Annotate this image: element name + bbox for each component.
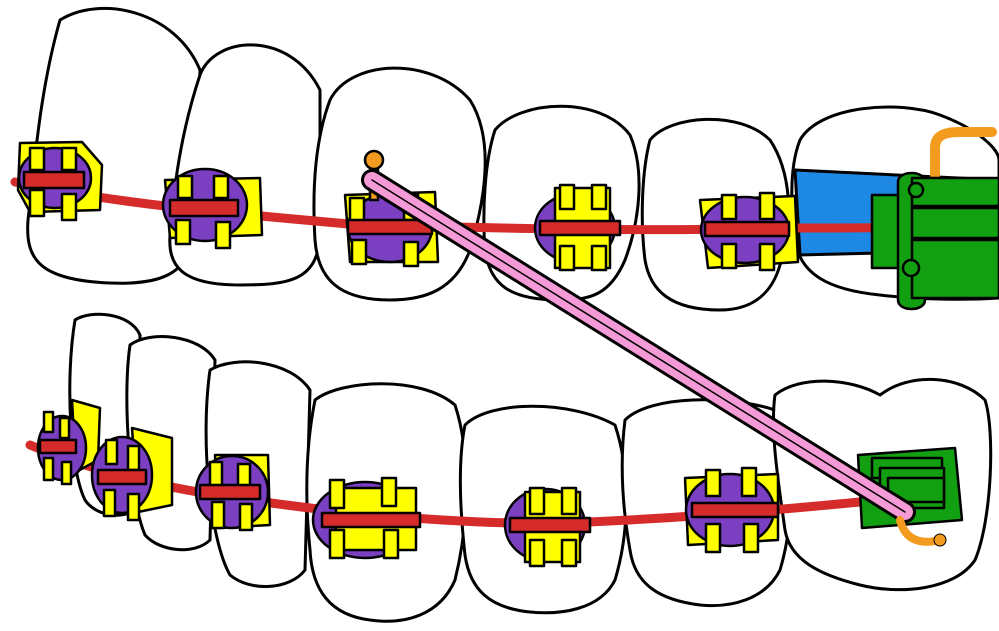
elastic-inner-line xyxy=(371,179,906,513)
bracket-slot xyxy=(320,511,422,529)
tie-wing xyxy=(558,183,576,211)
power-arm-ball xyxy=(363,149,385,171)
upper-tooth-3 xyxy=(312,66,487,302)
tie-wing xyxy=(212,174,230,200)
tie-wing xyxy=(590,244,608,272)
tie-wing xyxy=(28,188,46,218)
bracket-slot xyxy=(22,170,86,190)
bracket-upper-5 xyxy=(698,191,800,272)
tie-wing xyxy=(560,538,578,568)
hook-tip xyxy=(933,533,947,547)
tie-wing xyxy=(560,486,578,516)
bracket-lower-1 xyxy=(36,398,102,486)
tie-wing xyxy=(58,416,71,440)
bracket-upper-2 xyxy=(161,167,264,250)
tie-wing xyxy=(558,244,576,272)
bracket-lower-4 xyxy=(311,476,422,560)
upper-brackets xyxy=(16,140,800,272)
tube-opening xyxy=(901,258,921,278)
tie-wing xyxy=(740,466,758,498)
lower-brackets xyxy=(36,398,780,568)
band-hook xyxy=(930,127,997,180)
tie-wing xyxy=(348,196,366,224)
tie-wing xyxy=(28,146,46,172)
tie-wing xyxy=(590,183,608,211)
tie-wing xyxy=(42,410,55,434)
tube-opening xyxy=(907,181,925,199)
tube-segment xyxy=(910,238,999,300)
tie-wing xyxy=(102,488,117,518)
tie-wing xyxy=(402,240,420,268)
bracket-slot xyxy=(198,483,262,501)
tie-wing xyxy=(758,242,776,272)
tie-wing xyxy=(208,460,224,488)
bracket-lower-5 xyxy=(503,486,592,568)
tie-wing xyxy=(380,476,398,508)
bracket-slot xyxy=(538,219,622,237)
tie-wing xyxy=(42,456,55,482)
tie-wing xyxy=(60,460,73,486)
tube-segment xyxy=(886,476,946,504)
upper-molar-tube xyxy=(870,171,999,311)
bracket-lower-2 xyxy=(90,426,174,522)
bracket-slot xyxy=(508,516,592,534)
tie-wing xyxy=(528,486,546,516)
tie-wing xyxy=(60,146,78,172)
bracket-slot xyxy=(690,501,780,519)
tie-wing xyxy=(238,502,254,532)
tie-wing xyxy=(382,528,400,560)
tie-wing xyxy=(174,218,192,246)
tie-wing xyxy=(104,438,119,466)
bracket-slot xyxy=(703,220,791,238)
bracket-slot xyxy=(168,198,240,218)
tie-wing xyxy=(704,468,722,498)
tie-wing xyxy=(210,500,226,530)
tie-wing xyxy=(704,522,722,554)
tie-wing xyxy=(758,191,776,221)
bracket-upper-1 xyxy=(16,140,104,222)
tie-wing xyxy=(328,528,346,560)
tie-wing xyxy=(328,478,346,510)
tie-wing xyxy=(126,492,141,522)
bracket-slot xyxy=(38,438,78,455)
tie-wing xyxy=(60,192,78,222)
bracket-upper-4 xyxy=(533,183,622,272)
bracket-lower-3 xyxy=(194,453,272,532)
tube-segment xyxy=(910,176,999,208)
tie-wing xyxy=(742,522,760,554)
tie-wing xyxy=(214,220,232,250)
tie-wing xyxy=(528,538,546,568)
bracket-slot xyxy=(96,468,148,486)
tie-wing xyxy=(720,242,738,270)
tube-segment xyxy=(910,206,999,240)
tie-wing xyxy=(720,193,738,221)
tie-wing xyxy=(350,238,368,266)
bracket-lower-6 xyxy=(683,466,780,554)
tie-wing xyxy=(176,174,194,200)
tie-wing xyxy=(126,444,141,472)
elastic-band-icon xyxy=(361,169,916,523)
